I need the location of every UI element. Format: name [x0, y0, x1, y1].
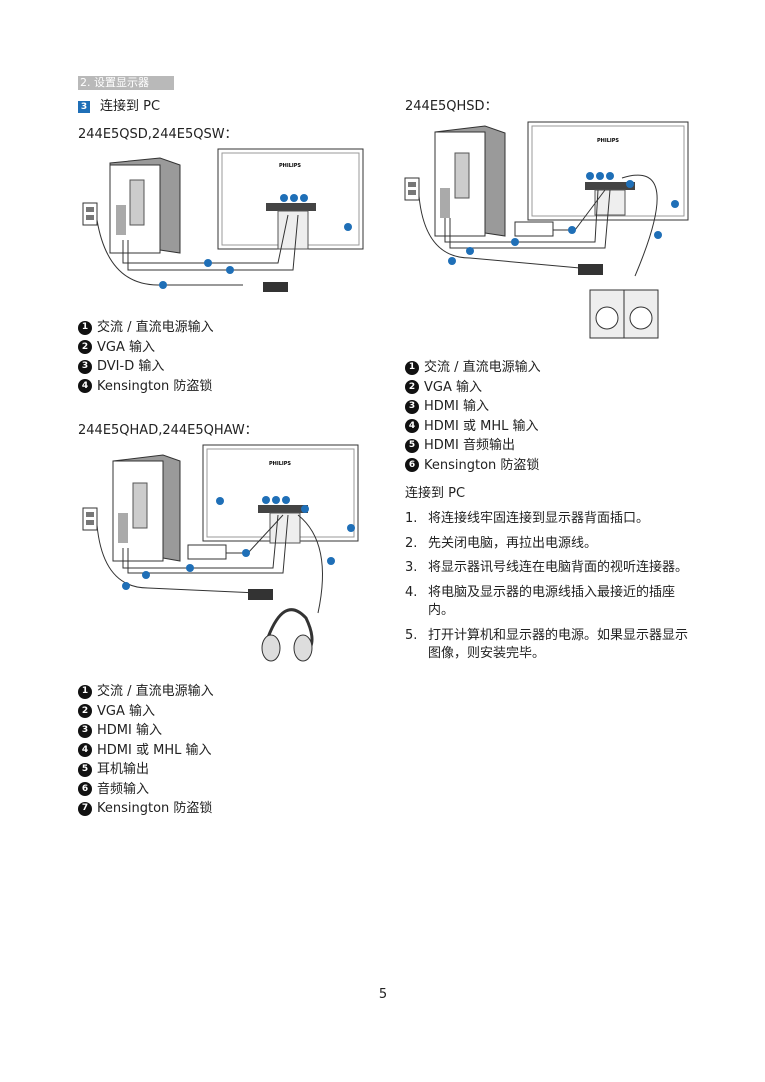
page-number: 5: [378, 987, 388, 1002]
legend-label: VGA 输入: [97, 339, 155, 355]
pc-tower: [112, 454, 181, 562]
step-index: 2.: [405, 535, 418, 551]
legend-item: 1 交流 / 直流电源输入: [78, 318, 214, 338]
monitor-back: PHILIPS: [527, 121, 689, 221]
legend-label: 交流 / 直流电源输入: [97, 684, 214, 699]
step-index: 3.: [405, 560, 418, 575]
step-text: 将电脑及显示器的电源线插入最接近的插座内。: [428, 584, 676, 619]
step-index: 5.: [405, 627, 418, 643]
step-item: 4. 将电脑及显示器的电源线插入最接近的插座内。: [405, 584, 690, 621]
legend-badge: 5: [78, 762, 92, 777]
connect-steps: 1. 将连接线牢固连接到显示器背面插口。 2. 先关闭电脑，再拉出电源线。 3. 将显…: [405, 510, 690, 670]
legend-item: 3 DVI-D 输入: [78, 357, 214, 377]
step-text: 打开计算机和显示器的电源。如果显示器显示图像，则安装完毕。: [428, 627, 689, 662]
legend-label: HDMI 输入: [424, 399, 489, 414]
legend-label: VGA 输入: [97, 703, 155, 719]
legend-badge: 6: [78, 782, 92, 797]
step-item: 1. 将连接线牢固连接到显示器背面插口。: [405, 510, 690, 529]
step-index: 1.: [405, 511, 418, 526]
legend-item: 2 VGA 输入: [78, 338, 214, 358]
step-index: 4.: [405, 584, 418, 600]
step-item: 5. 打开计算机和显示器的电源。如果显示器显示图像，则安装完毕。: [405, 627, 690, 664]
legend-item: 2 VGA 输入: [78, 702, 214, 722]
headphones: [261, 608, 314, 662]
wall-outlet: [404, 177, 420, 201]
legend-item: 2 VGA 输入: [405, 378, 541, 398]
legend-item: 3 HDMI 输入: [78, 721, 214, 741]
monitor-brand: PHILIPS: [597, 138, 619, 144]
step-text: 将显示器讯号线连在电脑背面的视听连接器。: [428, 560, 689, 575]
legend-label: Kensington 防盗锁: [424, 457, 540, 473]
legend-label: HDMI 音频输出: [424, 438, 515, 453]
legend-badge: 1: [78, 320, 92, 335]
legend-badge: 2: [405, 380, 419, 395]
model-a-diagram: PHILIPS: [82, 148, 364, 292]
step-heading: 3 连接到 PC: [78, 99, 160, 115]
legend-item: 6 音频输入: [78, 780, 214, 800]
monitor-brand: PHILIPS: [269, 461, 291, 467]
legend-badge: 4: [78, 379, 92, 394]
legend-badge: 1: [78, 684, 92, 699]
legend-badge: 4: [78, 743, 92, 758]
wall-outlet: [82, 507, 98, 531]
legend-item: 4 HDMI 或 MHL 输入: [405, 417, 541, 437]
legend-badge: 4: [405, 419, 419, 434]
legend-badge: 3: [405, 399, 419, 414]
step-item: 3. 将显示器讯号线连在电脑背面的视听连接器。: [405, 559, 690, 578]
legend-badge: 3: [78, 723, 92, 738]
legend-item: 4 HDMI 或 MHL 输入: [78, 741, 214, 761]
speakers: [589, 289, 659, 339]
model-b-legend: 1 交流 / 直流电源输入 2 VGA 输入 3 HDMI 输入 4 HDMI 或 MH…: [78, 682, 214, 819]
legend-label: 音频输入: [97, 781, 150, 797]
legend-item: 1 交流 / 直流电源输入: [78, 682, 214, 702]
legend-badge: 3: [78, 359, 92, 374]
model-b-diagram: PHILIPS: [82, 444, 359, 662]
legend-label: VGA 输入: [424, 379, 482, 395]
model-a-title: 244E5QSD,244E5QSW：: [78, 127, 238, 142]
legend-label: HDMI 输入: [97, 723, 162, 738]
legend-badge: 6: [405, 458, 419, 473]
legend-item: 5 HDMI 音频输出: [405, 436, 541, 456]
model-c-title: 244E5QHSD：: [405, 99, 498, 114]
step-text: 先关闭电脑，再拉出电源线。: [428, 535, 598, 551]
legend-badge: 5: [405, 438, 419, 453]
pc-tower: [109, 157, 181, 254]
legend-item: 3 HDMI 输入: [405, 397, 541, 417]
legend-item: 1 交流 / 直流电源输入: [405, 358, 541, 378]
model-b-title: 244E5QHAD,244E5QHAW：: [78, 423, 258, 438]
connect-title: 连接到 PC: [405, 486, 466, 501]
legend-label: Kensington 防盗锁: [97, 378, 213, 394]
step-title: 连接到 PC: [100, 99, 161, 114]
legend-label: Kensington 防盗锁: [97, 801, 213, 816]
legend-label: DVI-D 输入: [97, 359, 165, 374]
model-c-diagram: PHILIPS: [404, 121, 689, 339]
legend-badge: 7: [78, 801, 92, 816]
legend-label: HDMI 或 MHL 输入: [424, 418, 539, 434]
section-tab: 2. 设置显示器: [78, 76, 174, 90]
legend-item: 6 Kensington 防盗锁: [405, 456, 541, 476]
legend-item: 5 耳机输出: [78, 760, 214, 780]
legend-badge: 1: [405, 360, 419, 375]
legend-item: 4 Kensington 防盗锁: [78, 377, 214, 397]
monitor-brand: PHILIPS: [279, 163, 301, 169]
model-a-legend: 1 交流 / 直流电源输入 2 VGA 输入 3 DVI-D 输入 4 Kensingt…: [78, 318, 214, 396]
step-text: 将连接线牢固连接到显示器背面插口。: [428, 511, 650, 526]
step-number-badge: 3: [78, 101, 90, 113]
legend-item: 7 Kensington 防盗锁: [78, 799, 214, 819]
step-item: 2. 先关闭电脑，再拉出电源线。: [405, 535, 690, 554]
legend-badge: 2: [78, 704, 92, 719]
pc-tower: [434, 125, 506, 237]
monitor-back: PHILIPS: [202, 444, 359, 544]
legend-label: 耳机输出: [97, 762, 150, 777]
wall-outlet: [82, 202, 98, 226]
model-c-legend: 1 交流 / 直流电源输入 2 VGA 输入 3 HDMI 输入 4 HDMI 或 MH…: [405, 358, 541, 475]
legend-badge: 2: [78, 340, 92, 355]
legend-label: 交流 / 直流电源输入: [97, 320, 214, 335]
legend-label: HDMI 或 MHL 输入: [97, 742, 212, 758]
legend-label: 交流 / 直流电源输入: [424, 360, 541, 375]
